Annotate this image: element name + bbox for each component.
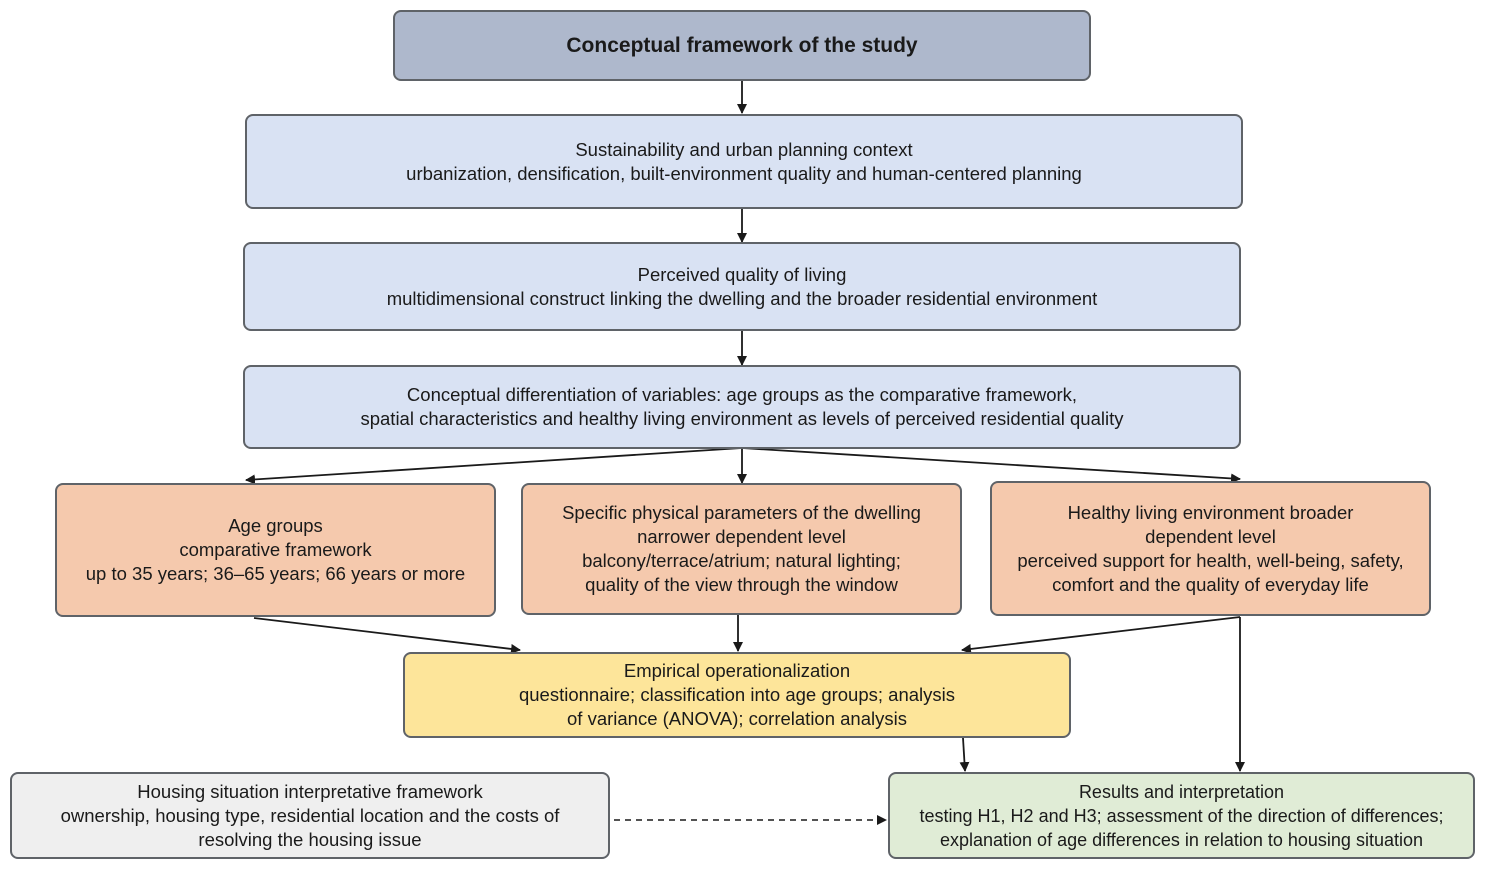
healthy-environment-detail-1: perceived support for health, well-being…	[1017, 549, 1404, 571]
perceived-quality-box: Perceived quality of living multidimensi…	[243, 242, 1241, 331]
age-groups-detail: up to 35 years; 36–65 years; 66 years or…	[85, 563, 466, 584]
empirical-heading: Empirical operationalization	[623, 660, 851, 681]
results-heading: Results and interpretation	[1078, 781, 1285, 802]
arrow-differentiation-to-healthy	[741, 447, 1241, 484]
housing-situation-box: Housing situation interpretative framewo…	[10, 772, 610, 859]
arrow-differentiation-to-age-groups	[245, 447, 743, 485]
empirical-operationalization-box: Empirical operationalization questionnai…	[403, 652, 1071, 738]
context-box: Sustainability and urban planning contex…	[245, 114, 1243, 209]
title-box: Conceptual framework of the study	[393, 10, 1091, 81]
healthy-environment-detail-2: comfort and the quality of everyday life	[1052, 573, 1369, 595]
healthy-environment-box: Healthy living environment broader depen…	[990, 481, 1431, 616]
physical-parameters-subheading: narrower dependent level	[637, 526, 846, 547]
results-interpretation-box: Results and interpretation testing H1, H…	[888, 772, 1475, 859]
empirical-detail-2: of variance (ANOVA); correlation analysi…	[567, 708, 907, 729]
context-heading: Sustainability and urban planning contex…	[575, 138, 913, 160]
physical-parameters-box: Specific physical parameters of the dwel…	[521, 483, 962, 615]
age-groups-subheading: comparative framework	[179, 539, 372, 560]
perceived-quality-heading: Perceived quality of living	[637, 263, 847, 285]
diagram-title: Conceptual framework of the study	[566, 33, 918, 57]
arrow-empirical-to-results	[959, 737, 970, 772]
physical-parameters-detail-1: balcony/terrace/atrium; natural lighting…	[582, 550, 901, 571]
healthy-environment-subheading: dependent level	[1145, 525, 1276, 547]
physical-parameters-heading: Specific physical parameters of the dwel…	[562, 502, 921, 523]
age-groups-heading: Age groups	[228, 515, 323, 536]
arrow-age-groups-to-empirical	[253, 617, 521, 654]
results-detail-2: explanation of age differences in relati…	[939, 829, 1423, 850]
physical-parameters-detail-2: quality of the view through the window	[585, 574, 898, 595]
empirical-detail-1: questionnaire; classification into age g…	[518, 684, 956, 705]
context-detail: urbanization, densification, built-envir…	[406, 162, 1082, 184]
age-groups-box: Age groups comparative framework up to 3…	[55, 483, 496, 617]
housing-detail-2: resolving the housing issue	[198, 828, 422, 850]
differentiation-line-1: Conceptual differentiation of variables:…	[406, 384, 1078, 405]
arrow-healthy-to-empirical	[961, 616, 1241, 654]
perceived-quality-detail: multidimensional construct linking the d…	[386, 287, 1098, 309]
housing-heading: Housing situation interpretative framewo…	[137, 780, 483, 802]
healthy-environment-heading: Healthy living environment broader	[1067, 501, 1354, 523]
differentiation-box: Conceptual differentiation of variables:…	[243, 365, 1241, 449]
results-detail-1: testing H1, H2 and H3; assessment of the…	[919, 805, 1444, 826]
differentiation-line-2: spatial characteristics and healthy livi…	[360, 408, 1124, 429]
housing-detail-1: ownership, housing type, residential loc…	[60, 804, 560, 826]
